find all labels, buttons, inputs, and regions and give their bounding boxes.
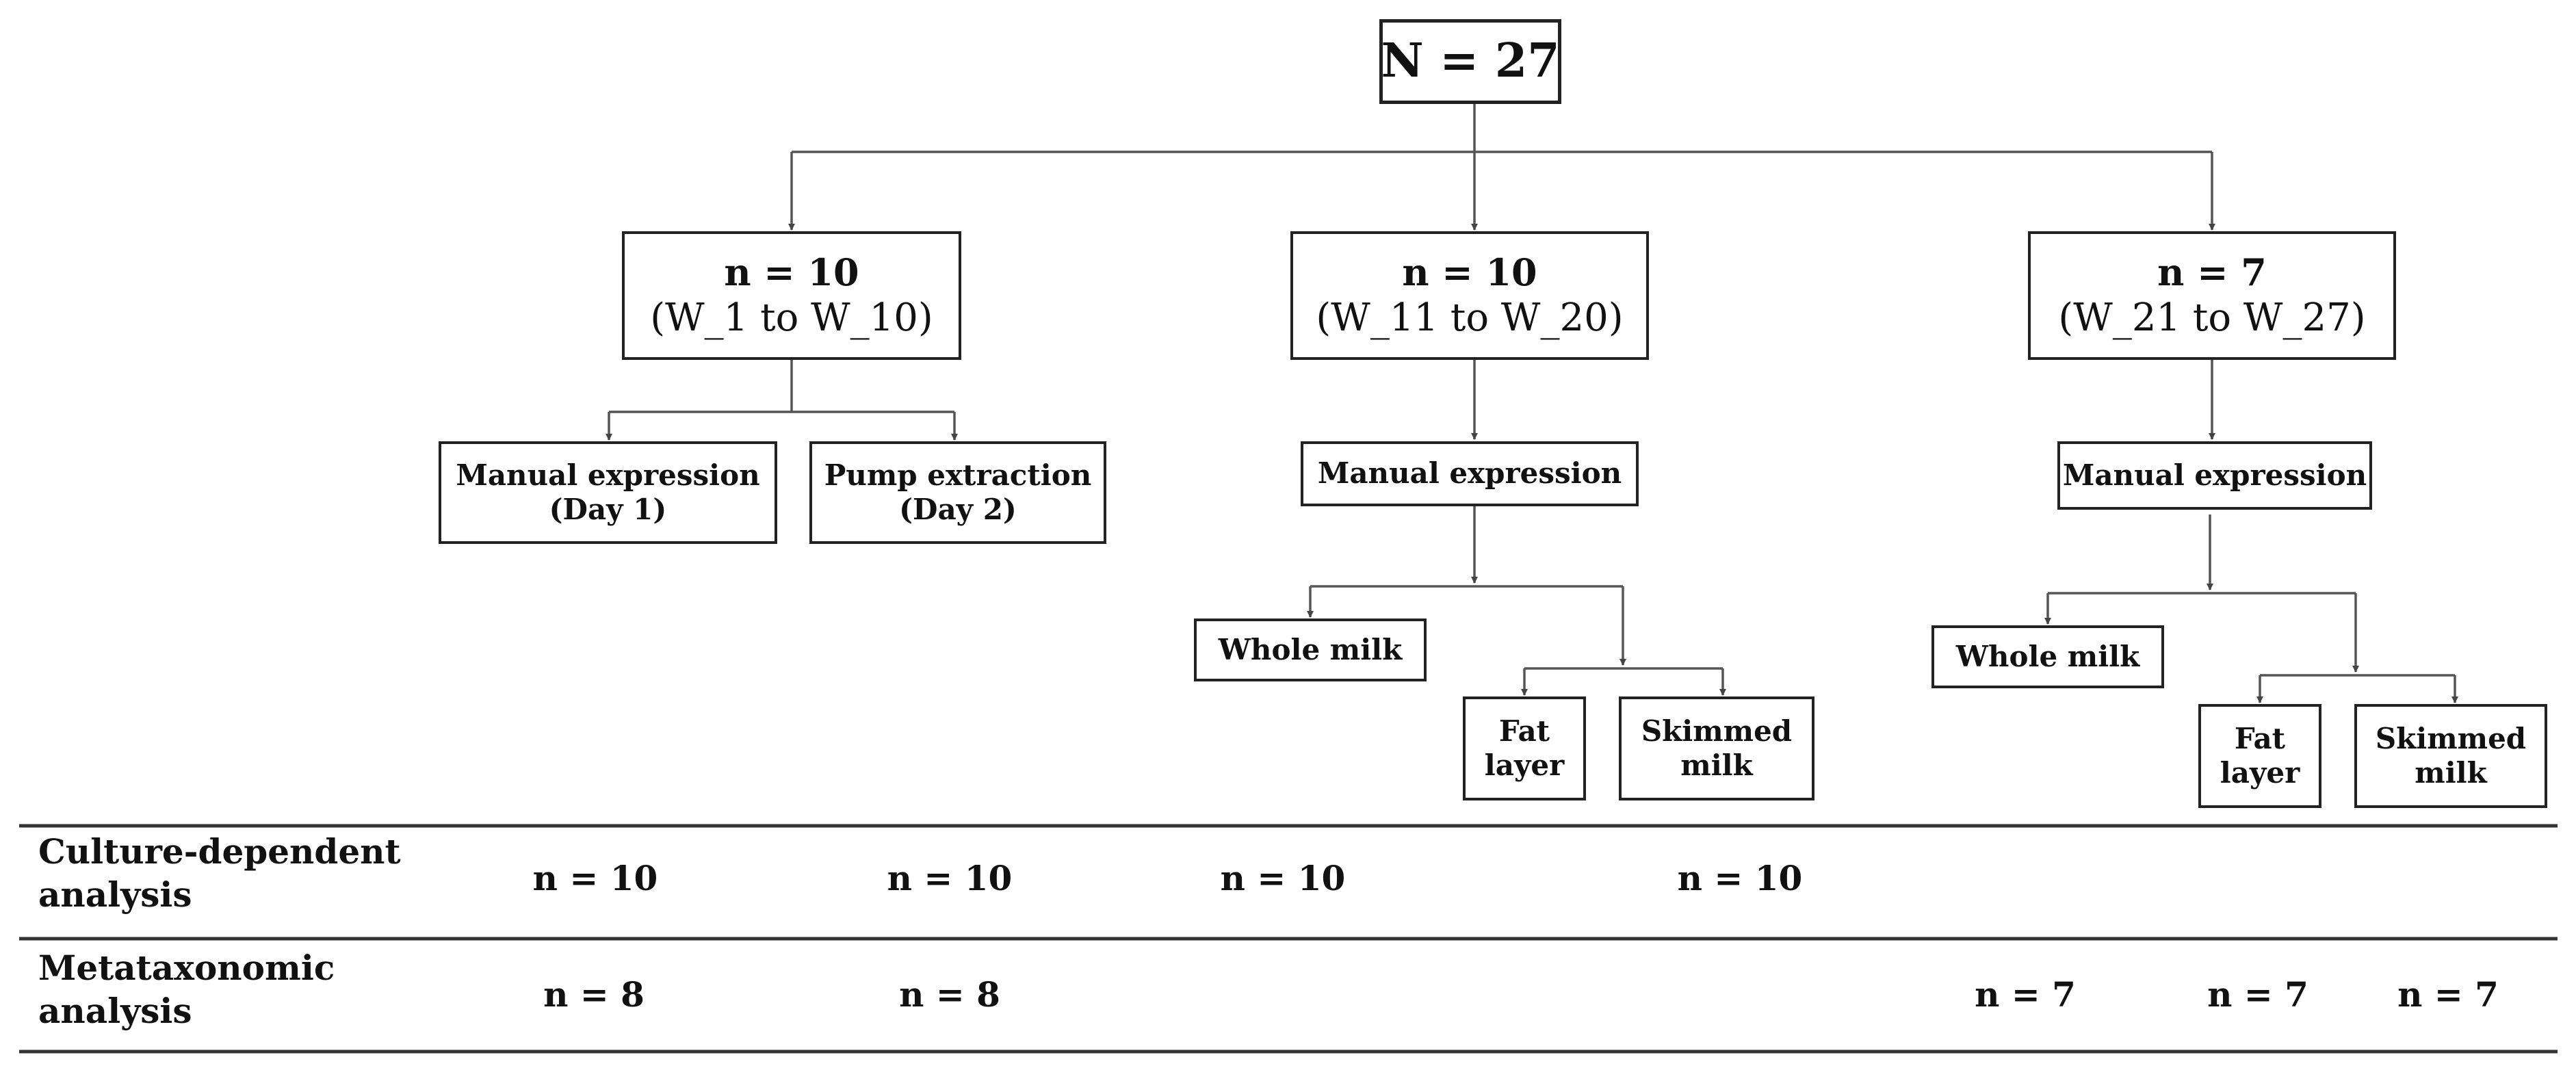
group-2-skimmed-milk-box: Skimmed milk <box>1619 696 1814 800</box>
group-3-fat-layer-box: Fat layer <box>2198 704 2321 808</box>
pump-extraction-label: Pump extraction <box>824 458 1092 492</box>
meta-label-line2: analysis <box>38 990 192 1031</box>
meta-value-5: n = 7 <box>2397 974 2499 1015</box>
culture-value-3: n = 10 <box>1220 858 1346 898</box>
culture-label-line1: Culture-dependent <box>38 831 401 872</box>
culture-dependent-row-label: Culture-dependent analysis <box>38 831 401 916</box>
group-box-1: n = 10 (W_1 to W_10) <box>622 231 961 360</box>
group-3-whole-milk-label: Whole milk <box>1955 639 2140 673</box>
culture-value-2: n = 10 <box>887 858 1013 898</box>
group-1-count: n = 10 <box>724 250 859 294</box>
day2-label: (Day 2) <box>899 493 1017 526</box>
meta-label-line1: Metataxonomic <box>38 948 335 988</box>
manual-expression-label: Manual expression <box>456 458 760 492</box>
culture-value-1: n = 10 <box>532 858 658 898</box>
group-3-skimmed-milk-box: Skimmed milk <box>2354 704 2547 808</box>
group-2-skimmed-label-1: Skimmed <box>1641 714 1793 748</box>
meta-value-1: n = 8 <box>543 974 645 1015</box>
group-2-whole-milk-box: Whole milk <box>1194 618 1427 681</box>
group-3-count: n = 7 <box>2157 250 2267 294</box>
group-3-range: (W_21 to W_27) <box>2058 295 2366 340</box>
group-2-whole-milk-label: Whole milk <box>1218 632 1403 666</box>
metataxonomic-row-label: Metataxonomic analysis <box>38 947 335 1032</box>
group-2-fat-layer-box: Fat layer <box>1463 696 1586 800</box>
group-2-method-label: Manual expression <box>1317 456 1622 491</box>
group-3-fat-label-1: Fat <box>2234 721 2286 755</box>
day1-label: (Day 1) <box>549 493 667 526</box>
group-box-2: n = 10 (W_11 to W_20) <box>1290 231 1649 360</box>
culture-label-line2: analysis <box>38 874 192 915</box>
culture-value-4: n = 10 <box>1677 858 1803 898</box>
group-2-range: (W_11 to W_20) <box>1316 295 1624 340</box>
group-2-fat-label-1: Fat <box>1498 714 1550 748</box>
meta-value-3: n = 7 <box>1975 974 2076 1015</box>
group-2-fat-label-2: layer <box>1484 748 1565 782</box>
meta-value-4: n = 7 <box>2207 974 2308 1015</box>
manual-expression-day1-box: Manual expression (Day 1) <box>439 441 777 544</box>
root-label: N = 27 <box>1381 34 1560 89</box>
group-3-method-label: Manual expression <box>2062 458 2367 492</box>
group-2-skimmed-label-2: milk <box>1680 748 1753 782</box>
group-3-fat-label-2: layer <box>2220 756 2300 790</box>
group-3-skimmed-label-1: Skimmed <box>2375 721 2527 755</box>
group-2-count: n = 10 <box>1402 250 1537 294</box>
group-1-range: (W_1 to W_10) <box>650 295 933 340</box>
group-3-manual-expression-box: Manual expression <box>2057 441 2372 510</box>
group-2-manual-expression-box: Manual expression <box>1301 441 1639 506</box>
root-box: N = 27 <box>1379 19 1561 104</box>
pump-extraction-day2-box: Pump extraction (Day 2) <box>809 441 1106 544</box>
group-3-whole-milk-box: Whole milk <box>1931 625 2164 688</box>
group-3-skimmed-label-2: milk <box>2415 756 2487 790</box>
meta-value-2: n = 8 <box>899 974 1000 1015</box>
group-box-3: n = 7 (W_21 to W_27) <box>2028 231 2396 360</box>
